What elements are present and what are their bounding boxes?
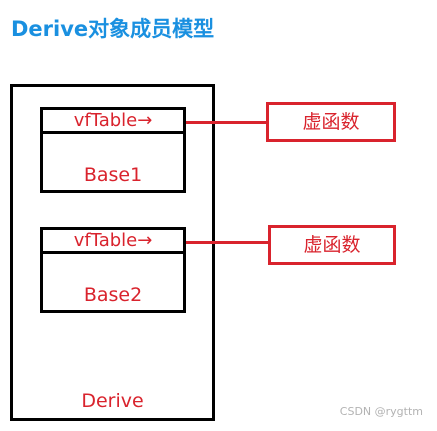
base2-vftable-slot: vfTable→	[43, 230, 183, 254]
base1-label: Base1	[83, 164, 143, 186]
derive-object-box: Derive	[10, 84, 215, 421]
diagram-title: Derive对象成员模型	[11, 17, 215, 41]
virtual-function-box-1: 虚函数	[266, 102, 396, 142]
base2-vftable-connector	[186, 241, 269, 244]
base2-box: vfTable→ Base2	[40, 227, 186, 313]
base1-vftable-slot: vfTable→	[43, 110, 183, 134]
base1-box: vfTable→ Base1	[40, 107, 186, 193]
derive-label: Derive	[81, 390, 144, 412]
base2-label: Base2	[83, 284, 143, 306]
csdn-watermark: CSDN @rygttm	[339, 405, 423, 418]
base1-vftable-connector	[186, 121, 267, 124]
virtual-function-box-2: 虚函数	[268, 225, 396, 265]
